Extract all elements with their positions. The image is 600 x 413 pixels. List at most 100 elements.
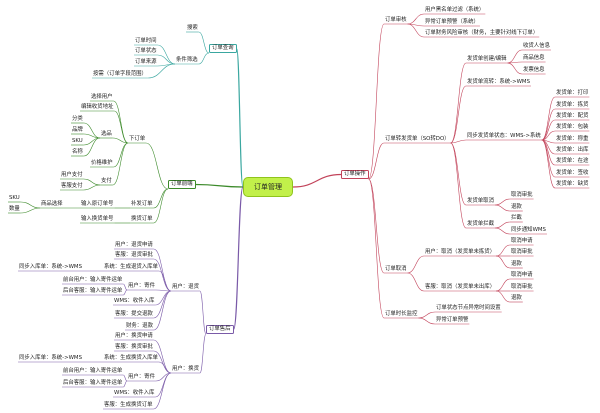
node-o23[interactable]: 同步发货单状态：WMS->系统 <box>467 133 541 139</box>
node-q22[interactable]: 订单状态 <box>135 48 157 54</box>
node-o252[interactable]: 同步通知WMS <box>511 227 546 233</box>
node-f134[interactable]: 名称 <box>72 149 83 155</box>
node-f21[interactable]: 输入原订单号 <box>81 201 114 207</box>
edge-a2-a27 <box>155 372 172 398</box>
edge-q2-q21 <box>157 44 176 65</box>
node-f3[interactable]: 换货订单 <box>131 216 153 222</box>
node-f14[interactable]: 价格维护 <box>91 160 113 166</box>
node-o4[interactable]: 订单时长监控 <box>385 311 418 317</box>
node-q21[interactable]: 订单时间 <box>135 38 157 44</box>
node-f15[interactable]: 支付 <box>101 178 112 184</box>
node-f1[interactable]: 下订单 <box>129 136 146 142</box>
node-q2[interactable]: 条件筛选 <box>176 57 198 63</box>
edge-f22-f222 <box>20 207 41 214</box>
node-o311[interactable]: 取消申请 <box>511 238 533 244</box>
node-f221[interactable]: SKU <box>9 195 20 201</box>
node-o3[interactable]: 订单取消 <box>385 266 407 272</box>
node-f152[interactable]: 客服支付 <box>61 183 83 189</box>
node-o251[interactable]: 拦截 <box>511 215 522 221</box>
node-f131[interactable]: 分类 <box>72 116 83 122</box>
node-o236[interactable]: 发货单：出库 <box>556 147 589 153</box>
node-o212[interactable]: 商品信息 <box>523 55 545 61</box>
node-a15[interactable]: 用户：寄件 <box>128 283 155 289</box>
node-a2[interactable]: 用户：换货 <box>172 366 199 372</box>
node-f132[interactable]: 品牌 <box>72 127 83 133</box>
node-f12[interactable]: 编辑收货地址 <box>81 104 114 110</box>
node-o313[interactable]: 退款 <box>511 261 522 267</box>
node-q23[interactable]: 订单来源 <box>135 59 157 65</box>
node-f31[interactable]: 输入换货单号 <box>81 216 114 222</box>
node-a11[interactable]: 用户：退货申请 <box>115 242 153 248</box>
node-a19[interactable]: 财务：退款 <box>126 323 153 329</box>
node-a131[interactable]: 同步入库单：系统->WMS <box>19 264 82 270</box>
node-a25[interactable]: 用户：寄件 <box>128 374 155 380</box>
node-a16[interactable]: 后台客服：输入寄件运单 <box>63 288 123 294</box>
node-o213[interactable]: 发票信息 <box>523 67 545 73</box>
node-a1[interactable]: 用户：退货 <box>172 284 199 290</box>
node-a13[interactable]: 系统：生成退货入库单 <box>104 264 158 270</box>
node-o31[interactable]: 用户：取消（发货单未拣货） <box>425 249 496 255</box>
node-o1[interactable]: 订单审核 <box>385 17 407 23</box>
node-a26[interactable]: 后台客服：输入寄件运单 <box>63 380 123 386</box>
node-q1[interactable]: 搜索 <box>187 25 198 31</box>
node-a12[interactable]: 客服：退货审批 <box>115 252 153 258</box>
node-f222[interactable]: 数量 <box>9 206 20 212</box>
node-o231[interactable]: 发货单：打印 <box>556 90 589 96</box>
node-o233[interactable]: 发货单：配货 <box>556 113 589 119</box>
edge-root-fe <box>195 183 244 188</box>
node-o321[interactable]: 取消申请 <box>511 272 533 278</box>
node-a27[interactable]: WMS：收件入库 <box>114 390 155 396</box>
node-o235[interactable]: 发货单：称重 <box>556 136 589 142</box>
node-o21[interactable]: 发货单创建/编辑 <box>467 56 507 62</box>
node-o234[interactable]: 发货单：包装 <box>556 124 589 130</box>
node-o2[interactable]: 订单转发货单（SO转DO） <box>385 136 450 142</box>
node-o11[interactable]: 用户黑名单过滤（系统） <box>425 7 485 13</box>
root-node[interactable]: 订单管理 <box>243 177 293 197</box>
node-f133[interactable]: SKU <box>72 138 83 144</box>
edge-f1-f15 <box>112 142 129 186</box>
node-a17[interactable]: WMS：收件入库 <box>114 298 155 304</box>
node-o239[interactable]: 发货单：缺货 <box>556 181 589 187</box>
node-o232[interactable]: 发货单：拣货 <box>556 102 589 108</box>
node-f11[interactable]: 选择用户 <box>91 94 113 100</box>
node-a21[interactable]: 用户：换货申请 <box>115 333 153 339</box>
node-query[interactable]: 订单查询 <box>209 44 237 53</box>
node-as[interactable]: 订单售后 <box>206 325 234 334</box>
node-o25[interactable]: 发货单拦截 <box>467 221 494 227</box>
node-o323[interactable]: 退款 <box>511 295 522 301</box>
edge-o23-o231 <box>541 96 556 141</box>
node-o241[interactable]: 取消审批 <box>511 192 533 198</box>
node-a18[interactable]: 客服：提交退款 <box>115 311 153 317</box>
node-a23[interactable]: 系统：生成换货入库单 <box>104 355 158 361</box>
edge-op-o3 <box>368 178 385 274</box>
edge-query-q1 <box>198 31 210 54</box>
node-o24[interactable]: 发货单取消 <box>467 198 494 204</box>
node-f151[interactable]: 用户支付 <box>61 172 83 178</box>
node-a28[interactable]: 客服：生成换货订单 <box>104 402 153 408</box>
node-o42[interactable]: 异常订单预警 <box>436 317 469 323</box>
node-q24[interactable]: 按需（订单字段范围） <box>93 71 147 77</box>
edge-f1-f12 <box>114 110 129 144</box>
node-a231[interactable]: 同步入库单：系统->WMS <box>19 355 82 361</box>
node-o211[interactable]: 收货人信息 <box>523 43 550 49</box>
node-a22[interactable]: 客服：换货审批 <box>115 344 153 350</box>
node-a24[interactable]: 前台用户：输入寄件运单 <box>63 368 123 374</box>
node-o242[interactable]: 退款 <box>511 204 522 210</box>
node-o41[interactable]: 订单状态节点异常时间设置 <box>436 305 501 311</box>
node-o237[interactable]: 发货单：在途 <box>556 158 589 164</box>
node-f13[interactable]: 选品 <box>101 131 112 137</box>
node-op[interactable]: 订单操作 <box>341 170 369 179</box>
node-a14[interactable]: 前台用户：输入寄件运单 <box>63 277 123 283</box>
node-o238[interactable]: 发货单：签收 <box>556 170 589 176</box>
node-f2[interactable]: 补发订单 <box>131 201 153 207</box>
node-fe[interactable]: 订单前端 <box>168 180 196 189</box>
node-f22[interactable]: 商品选择 <box>41 201 63 207</box>
node-o32[interactable]: 客服：取消（发货单未出库） <box>425 284 496 290</box>
edge-o2-o23 <box>450 139 467 144</box>
node-o12[interactable]: 异常订单预警（系统） <box>425 19 479 25</box>
edge-root-op <box>292 173 342 188</box>
node-o22[interactable]: 发货单流转：系统->WMS <box>467 79 530 85</box>
node-o312[interactable]: 取消审批 <box>511 249 533 255</box>
node-o322[interactable]: 取消审批 <box>511 284 533 290</box>
node-o13[interactable]: 订单财务风险审核（财务，主要针对线下订单） <box>425 30 539 36</box>
